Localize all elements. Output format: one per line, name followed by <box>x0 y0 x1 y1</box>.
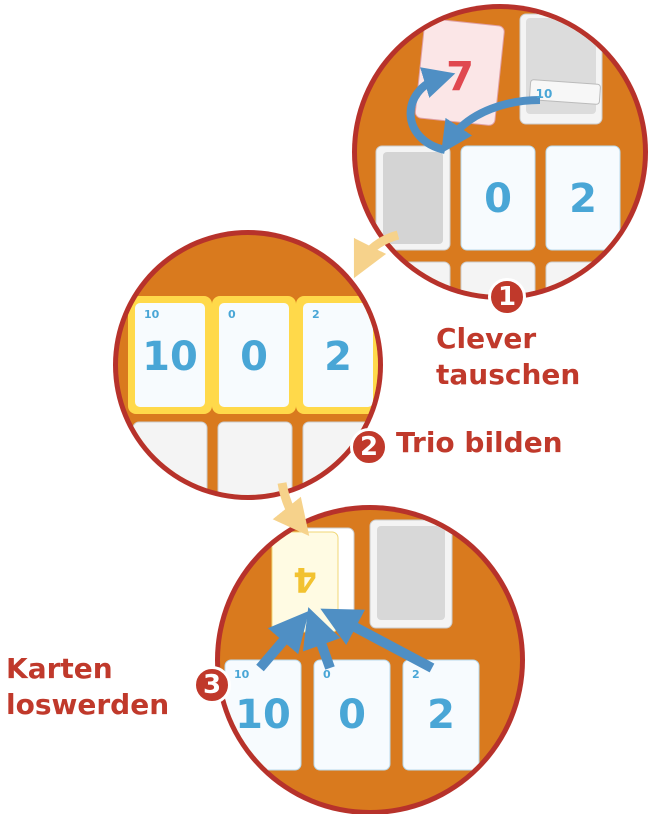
step2-badge: 2 <box>350 428 388 466</box>
step1-badge: 1 <box>488 278 526 316</box>
step1-circle <box>352 4 648 300</box>
step2-trio-value-0: 10 <box>142 334 198 380</box>
step3-row-value-2: 2 <box>427 692 455 738</box>
step3-discard-value: 4 <box>293 559 317 599</box>
step3-row-value-1: 0 <box>338 692 366 738</box>
step3-discard-pile <box>271 527 355 633</box>
step1-row-value-1: 2 <box>569 176 597 222</box>
step2-trio-value-2: 2 <box>324 334 352 380</box>
discard-arrow-1 <box>256 610 310 672</box>
step3-row-value-0: 10 <box>235 692 291 738</box>
step2-trio <box>128 296 378 414</box>
step3-row-corner-1: 0 <box>323 668 331 681</box>
connector-arrow-2-3 <box>272 482 310 537</box>
step2-trio-corner-1: 0 <box>228 308 236 321</box>
swap-arrow-up <box>406 67 456 154</box>
step3-badge: 3 <box>193 666 231 704</box>
discard-arrow-3 <box>320 608 435 673</box>
step3-label-line1: Karten <box>6 652 113 685</box>
step1-draw-pile <box>519 13 603 125</box>
swap-arrow-down <box>441 96 541 154</box>
step1-swapped-card <box>529 79 601 105</box>
step3-row-corner-0: 10 <box>234 668 250 681</box>
step1-stack-top-value: 7 <box>446 54 474 100</box>
step1-row-value-0: 0 <box>484 176 512 222</box>
step1-label-line1: Clever <box>436 322 537 355</box>
step3-row-corner-2: 2 <box>412 668 420 681</box>
step1-stack-corner-value: 10 <box>536 87 553 101</box>
step2-trio-value-1: 0 <box>240 334 268 380</box>
step2-trio-corner-0: 10 <box>144 308 160 321</box>
step1-card-row <box>375 145 621 295</box>
step3-circle <box>215 505 525 814</box>
step3-draw-pile <box>369 519 453 629</box>
step2-label: Trio bilden <box>396 426 563 459</box>
step1-label-line2: tauschen <box>436 358 581 391</box>
discard-arrow-2 <box>302 607 341 670</box>
step3-label-line2: loswerden <box>6 688 170 721</box>
step2-trio-corner-2: 2 <box>312 308 320 321</box>
step2-circle <box>113 230 383 500</box>
connector-arrow-1-2 <box>353 230 400 279</box>
